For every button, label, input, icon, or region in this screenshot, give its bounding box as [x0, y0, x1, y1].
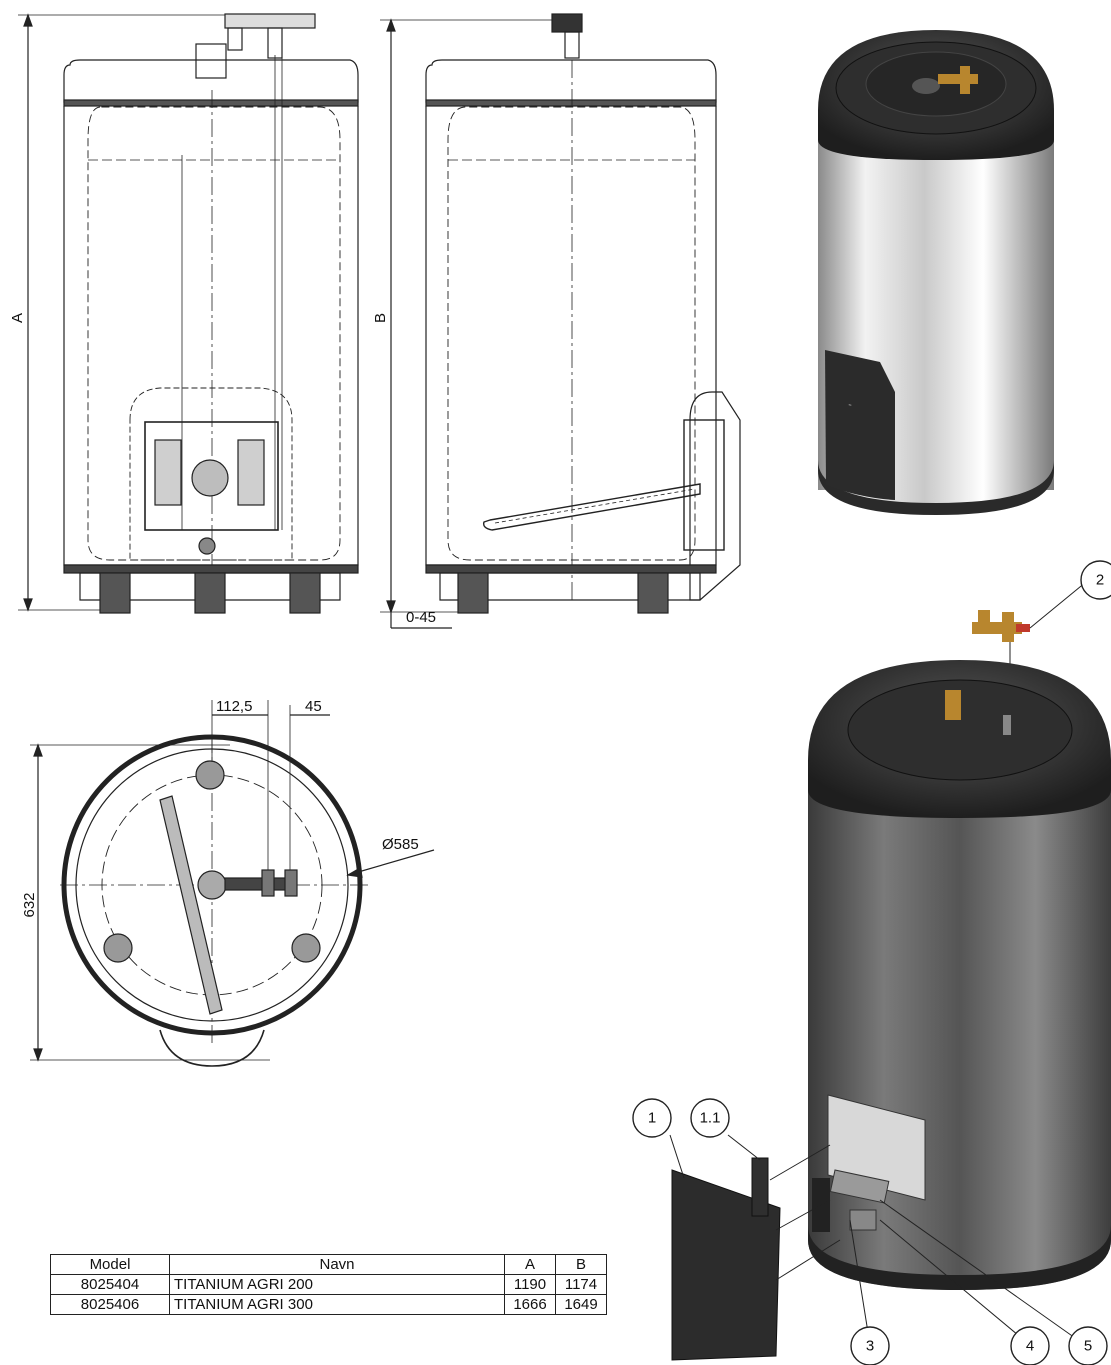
column-header-name: Navn — [169, 1254, 505, 1275]
callout-label: 2 — [1096, 572, 1104, 589]
svg-text:-: - — [847, 399, 852, 410]
dimension-diameter: Ø585 — [382, 836, 419, 853]
cell-model: 8025406 — [50, 1294, 170, 1315]
callout-label: 4 — [1026, 1338, 1034, 1355]
callout-2: 2 — [1080, 560, 1111, 600]
tank-render-assembled: - — [818, 30, 1054, 515]
callout-1-1: 1.1 — [690, 1098, 730, 1138]
dimension-label-b: B — [372, 313, 389, 323]
callout-label: 5 — [1084, 1338, 1092, 1355]
cell-name: TITANIUM AGRI 200 — [169, 1274, 505, 1295]
dimension-depth: 632 — [21, 892, 38, 917]
table-header-row: Model Navn A B — [50, 1254, 607, 1275]
callout-1: 1 — [632, 1098, 672, 1138]
dimension-label-a: A — [9, 313, 26, 323]
tank-render-exploded — [669, 581, 1111, 1361]
callout-4: 4 — [1010, 1326, 1050, 1365]
dimension-foot-adjust: 0-45 — [406, 609, 436, 626]
callout-5: 5 — [1068, 1326, 1108, 1365]
callout-label: 1 — [648, 1110, 656, 1127]
column-header-a: A — [504, 1254, 556, 1275]
cell-model: 8025404 — [50, 1274, 170, 1295]
dimension-offset-2: 45 — [305, 698, 322, 715]
model-dimension-table: Model Navn A B 8025404 TITANIUM AGRI 200… — [50, 1254, 607, 1315]
cell-b: 1649 — [555, 1294, 607, 1315]
column-header-b: B — [555, 1254, 607, 1275]
cell-b: 1174 — [555, 1274, 607, 1295]
cell-a: 1666 — [504, 1294, 556, 1315]
dimension-offset-1: 112,5 — [216, 698, 252, 715]
table-row: 8025404 TITANIUM AGRI 200 1190 1174 — [50, 1274, 607, 1295]
side-view — [380, 13, 741, 629]
callout-label: 3 — [866, 1338, 874, 1355]
column-header-model: Model — [50, 1254, 170, 1275]
top-view — [30, 700, 435, 1067]
front-view — [18, 13, 359, 614]
table-row: 8025406 TITANIUM AGRI 300 1666 1649 — [50, 1294, 607, 1315]
cell-a: 1190 — [504, 1274, 556, 1295]
callout-3: 3 — [850, 1326, 890, 1365]
cell-name: TITANIUM AGRI 300 — [169, 1294, 505, 1315]
callout-label: 1.1 — [700, 1110, 721, 1127]
